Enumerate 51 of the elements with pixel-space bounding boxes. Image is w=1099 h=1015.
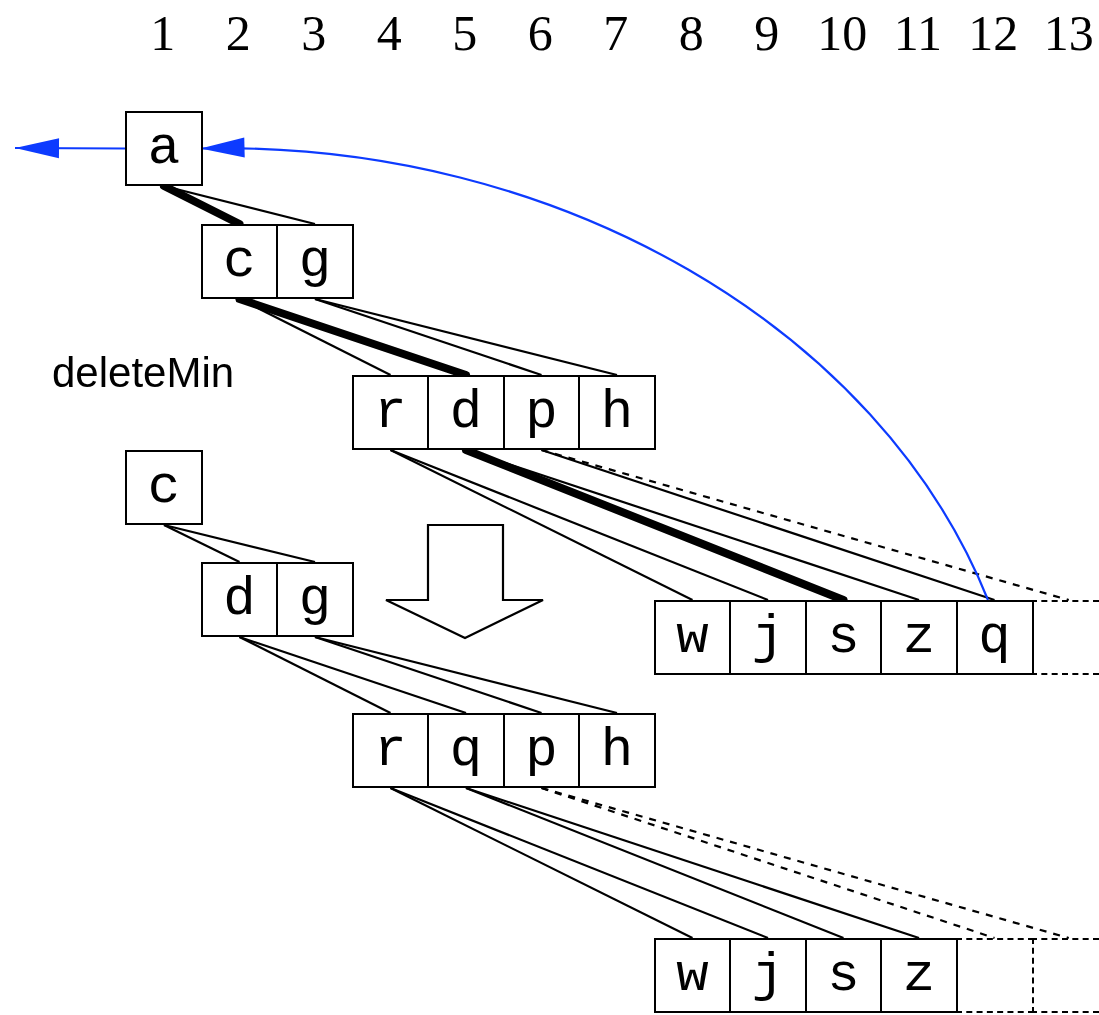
array-cell: j: [729, 938, 807, 1013]
connector-line: [239, 635, 467, 715]
connector-line: [390, 449, 693, 601]
column-number: 12: [968, 8, 1019, 58]
array-cell: h: [578, 375, 656, 450]
column-number: 2: [225, 8, 251, 58]
connector-line: [239, 636, 391, 714]
array-cell: w: [653, 600, 732, 675]
array-cell: g: [276, 562, 354, 637]
array-cell: c: [125, 450, 203, 525]
column-number: 1: [150, 8, 176, 58]
array-cell: h: [578, 713, 656, 788]
array-cell: q: [427, 713, 505, 788]
connector-line: [163, 523, 316, 564]
array-cell: p: [502, 713, 581, 788]
connector-line: [314, 635, 618, 715]
array-cell: d: [200, 562, 279, 637]
column-number: 11: [893, 8, 942, 58]
array-cell: a: [125, 111, 203, 186]
column-number: 8: [678, 8, 704, 58]
operation-label: deleteMin: [52, 352, 235, 394]
array-cell: r: [351, 713, 430, 788]
column-number: 7: [603, 8, 629, 58]
connector-line: [390, 786, 769, 940]
array-cell: s: [804, 600, 883, 675]
column-number: 5: [452, 8, 478, 58]
column-number: 3: [301, 8, 327, 58]
connector-line: [163, 524, 240, 563]
array-cell: j: [729, 600, 807, 675]
array-cell: r: [351, 375, 430, 450]
array-cell: s: [804, 938, 883, 1013]
connector-line: [314, 297, 618, 377]
arrow: [15, 138, 125, 159]
column-number: 6: [527, 8, 553, 58]
column-number: 10: [817, 8, 868, 58]
array-cell: d: [427, 375, 505, 450]
array-cell: z: [880, 938, 958, 1013]
array-cell: c: [200, 224, 279, 299]
connector-line: [390, 787, 693, 939]
column-number: 9: [754, 8, 780, 58]
array-cell: p: [502, 375, 581, 450]
column-number: 4: [376, 8, 402, 58]
column-number: 13: [1043, 8, 1094, 58]
array-cell: z: [880, 600, 958, 675]
connector-line: [465, 786, 920, 940]
array-cell: w: [653, 938, 732, 1013]
array-cell: q: [955, 600, 1034, 675]
connector-line: [390, 448, 769, 602]
empty-array-slot: [1031, 938, 1099, 1013]
array-cell: g: [276, 224, 354, 299]
empty-array-slot: [1031, 600, 1099, 675]
